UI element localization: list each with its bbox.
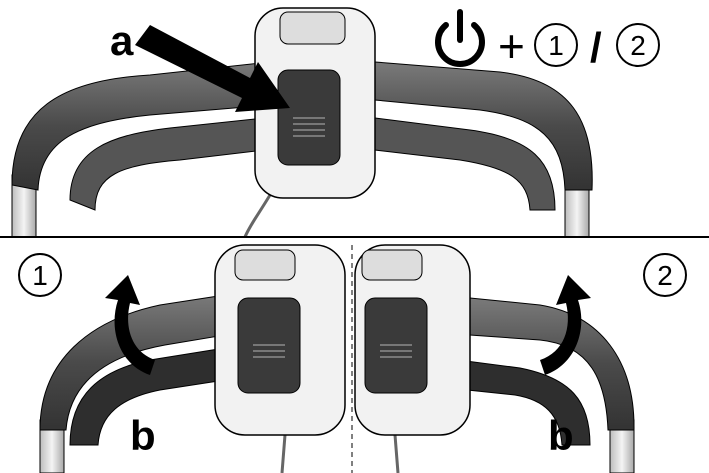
button-grip-lines bbox=[253, 344, 285, 358]
button-grip-lines bbox=[380, 344, 412, 358]
right-lever-bar bbox=[374, 117, 556, 211]
cables bbox=[280, 434, 400, 473]
left-lever-bar bbox=[69, 117, 266, 211]
top-panel: a + 1 / 2 bbox=[11, 7, 660, 238]
button-grip-lines bbox=[293, 117, 325, 137]
plus-sign: + bbox=[498, 20, 525, 72]
option-2-circle bbox=[616, 23, 660, 67]
housing-top-slot bbox=[234, 249, 296, 281]
separator: / bbox=[590, 24, 602, 71]
rotate-arrow-right-icon bbox=[540, 275, 591, 375]
callout-b-left: b bbox=[130, 412, 156, 459]
housing-top-slot bbox=[279, 11, 346, 45]
step-1-circle bbox=[18, 253, 62, 297]
arrow-a-icon bbox=[135, 25, 290, 112]
step-2-circle bbox=[643, 253, 687, 297]
rotate-arrow-left-icon bbox=[105, 275, 155, 375]
housing-top-slot bbox=[361, 249, 423, 281]
callout-b-right: b bbox=[548, 412, 574, 459]
power-icon bbox=[435, 9, 485, 67]
option-1-circle bbox=[534, 23, 578, 67]
step-2-label: 2 bbox=[657, 260, 673, 291]
bottom-panel: 1 2 b b bbox=[18, 244, 687, 473]
step-1-label: 1 bbox=[32, 260, 48, 291]
option-2-label: 2 bbox=[630, 30, 646, 61]
right-handle-grip bbox=[374, 61, 593, 191]
callout-a: a bbox=[110, 17, 134, 64]
cable bbox=[243, 194, 272, 238]
option-1-label: 1 bbox=[548, 30, 564, 61]
